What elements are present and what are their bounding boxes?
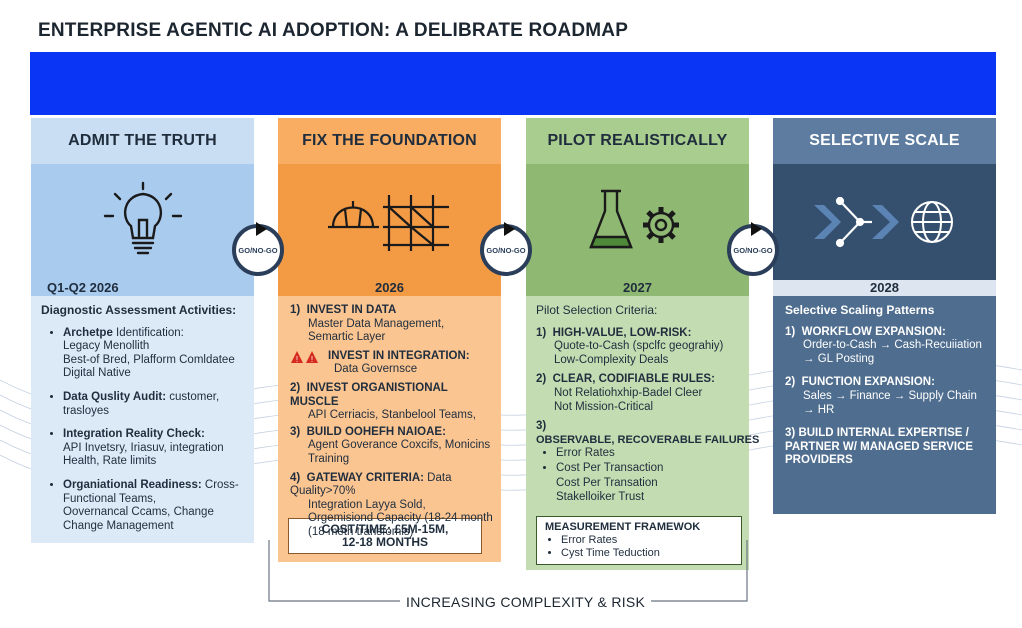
list-item: 2) FUNCTION EXPANSION:Sales → Finance → … (785, 376, 977, 416)
phase-body: Selective Scaling Patterns 1) WORKFLOW E… (773, 296, 996, 514)
list-item: 2) CLEAR, CODIFIABLE RULES:Not Relatiohx… (536, 373, 715, 413)
list-item: 3) BUILD OOHEFH NAIOAE:Agent Goverance C… (290, 425, 491, 465)
section-heading: Diagnostic Assessment Activities: (41, 303, 237, 317)
warning-icon: !! (290, 350, 324, 377)
phase-selective-scale: SELECTIVE SCALE 2028 Selective Scaling P… (773, 118, 996, 514)
phase-admit-the-truth: ADMIT THE TRUTH Q1-Q2 2026 Diagnostic As… (31, 118, 254, 543)
phase-title: SELECTIVE SCALE (773, 118, 996, 164)
flask-gear-icon (526, 164, 749, 280)
measurement-framework-box: MEASUREMENT FRAMEWOK Error RatesCyst Tim… (536, 516, 742, 565)
cost-time-box: COST/TIME: £5M-15M,12-18 MONTHS (288, 518, 482, 554)
phase-title: PILOT REALISTICALLY (526, 118, 749, 164)
go-no-go-gate: GO/NO-GO (480, 222, 532, 276)
list-item: 3) OBSERVABLE, RECOVERABLE FAILURES Erro… (536, 420, 759, 505)
network-globe-icon (773, 164, 996, 280)
list-item: Archetpe Identification:Legacy Menollith… (63, 327, 246, 381)
list-item: Data Quslity Audit: customer,trasloyes (63, 391, 246, 418)
header-banner (30, 52, 996, 115)
phase-title: ADMIT THE TRUTH (31, 118, 254, 164)
section-heading: Selective Scaling Patterns (785, 303, 935, 317)
svg-text:!: ! (296, 355, 298, 364)
phase-period: 2026 (278, 280, 501, 296)
construction-icon (278, 164, 501, 280)
list-item: 4) GATEWAY CRITERIA: Data Quality>70%Int… (290, 471, 493, 538)
list-item: 1) HIGH-VALUE, LOW-RISK:Quote-to-Cash (s… (536, 326, 724, 366)
phase-title: FIX THE FOUNDATION (278, 118, 501, 164)
complexity-bracket (268, 540, 748, 602)
list-item: !! INVEST IN INTEGRATION:Data Governsce (290, 350, 493, 377)
phase-body: Diagnostic Assessment Activities: Archet… (31, 296, 254, 543)
list-item: Integration Reality Check:API Invetsry, … (63, 428, 246, 469)
lightbulb-icon (31, 164, 254, 280)
phase-fix-the-foundation: FIX THE FOUNDATION 2026 1) INVEST IN DAT… (278, 118, 501, 562)
complexity-risk-label: INCREASING COMPLEXITY & RISK (400, 594, 652, 610)
phase-pilot-realistically: PILOT REALISTICALLY 2027 Pilot Selection… (526, 118, 759, 570)
svg-text:!: ! (311, 355, 313, 364)
phase-body: Pilot Selection Criteria: 1) HIGH-VALUE,… (526, 296, 759, 514)
list-item: 1) WORKFLOW EXPANSION:Order-to-Cash → Ca… (785, 325, 982, 365)
section-heading: Pilot Selection Criteria: (536, 303, 658, 317)
list-item: Organiational Readiness: Cross-Functiona… (63, 479, 246, 533)
phase-period: Q1-Q2 2026 (31, 280, 254, 296)
list-item: 3) BUILD INTERNAL EXPERTISE /PARTNER W/ … (785, 427, 974, 467)
go-no-go-gate: GO/NO-GO (727, 222, 779, 276)
phase-period: 2028 (773, 280, 996, 296)
page-title: ENTERPRISE AGENTIC AI ADOPTION: A DELIBR… (38, 20, 629, 41)
go-no-go-gate: GO/NO-GO (232, 222, 284, 276)
phase-period: 2027 (526, 280, 749, 296)
